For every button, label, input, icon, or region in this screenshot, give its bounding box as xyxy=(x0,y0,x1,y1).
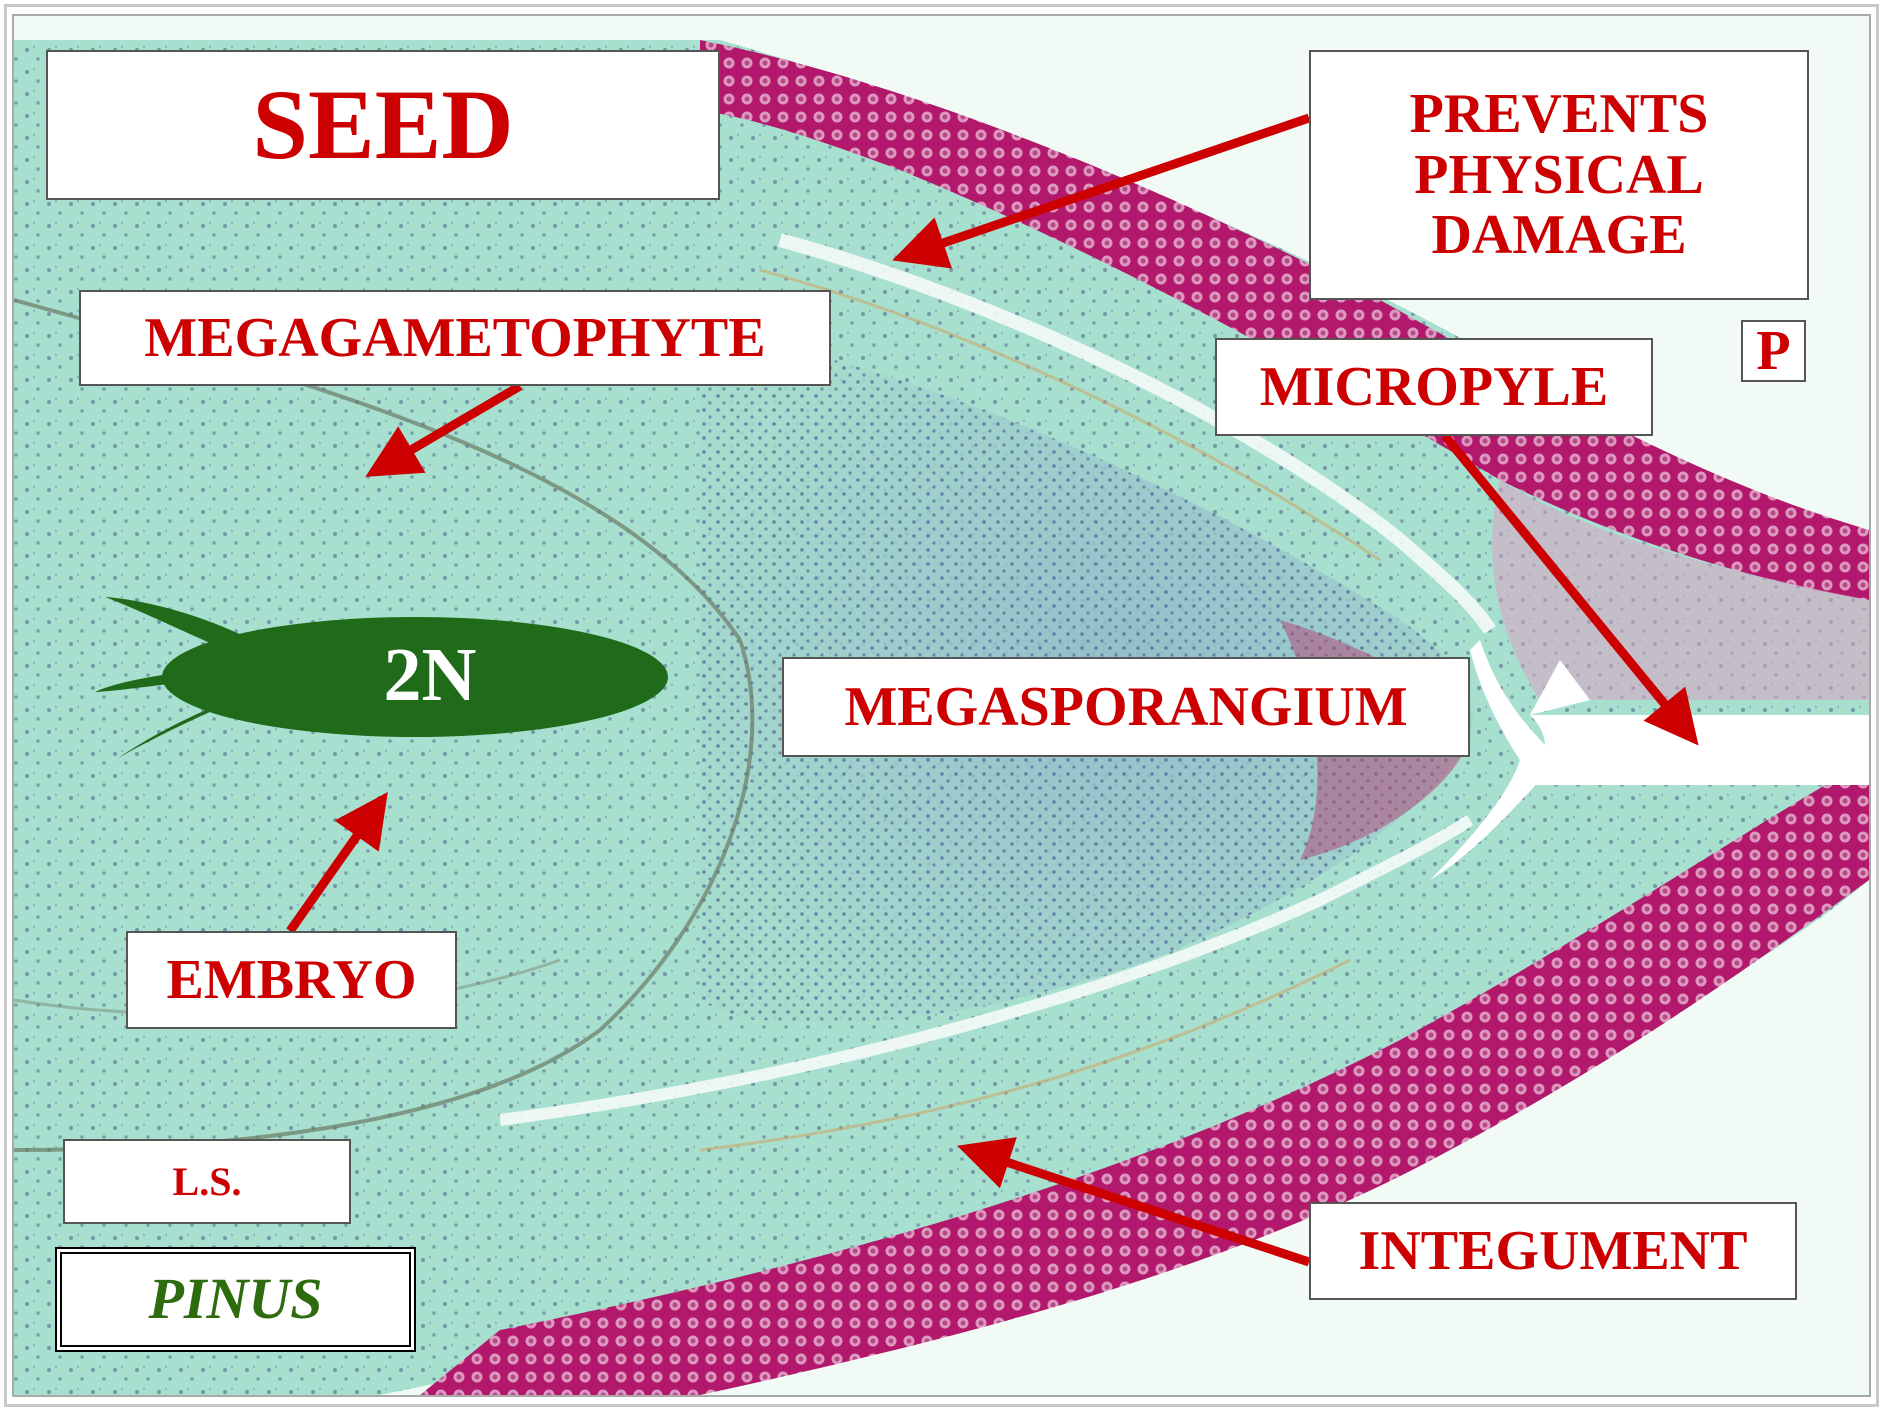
arrow-megagametophyte xyxy=(377,386,520,470)
embryo-text: EMBRYO xyxy=(166,950,416,1010)
genus-text: PINUS xyxy=(148,1268,322,1331)
genus-label: PINUS xyxy=(55,1247,416,1352)
p-label: P xyxy=(1741,320,1806,382)
p-text: P xyxy=(1756,321,1790,381)
integument-label: INTEGUMENT xyxy=(1309,1202,1797,1300)
arrow-micropyle xyxy=(1445,436,1690,735)
megagametophyte-label: MEGAGAMETOPHYTE xyxy=(79,290,831,386)
prevents-line-2: PHYSICAL xyxy=(1414,145,1703,205)
megasporangium-text: MEGASPORANGIUM xyxy=(844,677,1407,737)
embryo-label: EMBRYO xyxy=(126,931,457,1029)
prevents-line-3: DAMAGE xyxy=(1431,205,1686,265)
micropyle-text: MICROPYLE xyxy=(1260,357,1608,417)
arrow-embryo xyxy=(290,803,380,931)
micropyle-label: MICROPYLE xyxy=(1215,338,1653,436)
megagametophyte-text: MEGAGAMETOPHYTE xyxy=(144,308,765,368)
ploidy-label: 2N xyxy=(330,625,530,725)
prevents-damage-label: PREVENTS PHYSICAL DAMAGE xyxy=(1309,50,1809,300)
title-text: SEED xyxy=(252,71,513,179)
arrow-integument xyxy=(970,1150,1309,1262)
section-label: L.S. xyxy=(63,1139,351,1224)
integument-text: INTEGUMENT xyxy=(1359,1221,1748,1281)
megasporangium-label: MEGASPORANGIUM xyxy=(782,657,1470,757)
title-label: SEED xyxy=(46,50,720,200)
arrow-prevents-damage xyxy=(905,118,1309,256)
section-text: L.S. xyxy=(173,1160,242,1203)
prevents-line-1: PREVENTS xyxy=(1410,84,1709,144)
